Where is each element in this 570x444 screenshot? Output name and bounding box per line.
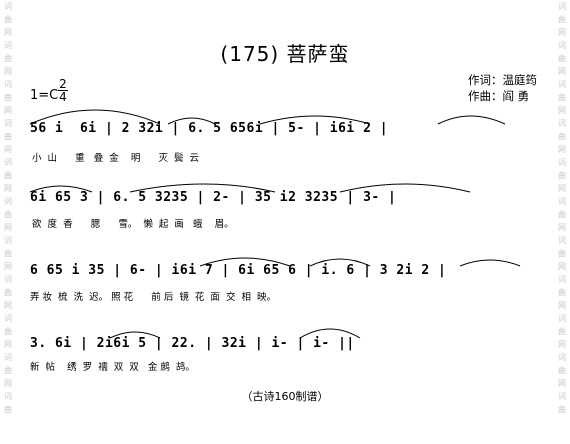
watermark-char: 词 (558, 392, 566, 401)
watermark-char: 曲 (4, 93, 12, 102)
watermark-left: 词曲网词曲网词曲网词曲网词曲网词曲网词曲网词曲网词曲网词曲网词曲 (2, 0, 14, 444)
watermark-char: 曲 (4, 171, 12, 180)
watermark-char: 曲 (558, 327, 566, 336)
watermark-char: 词 (558, 314, 566, 323)
watermark-char: 网 (558, 184, 566, 193)
watermark-char: 曲 (558, 366, 566, 375)
slur (199, 257, 291, 267)
slur (309, 258, 371, 267)
lyrics-row-3: 弄 妆 梳 洗 迟。 照 花 前 后 镜 花 面 交 相 映。 (30, 292, 277, 303)
watermark-char: 词 (558, 275, 566, 284)
slur (459, 259, 521, 267)
key-signature: 1=C (30, 88, 59, 103)
watermark-char: 词 (558, 119, 566, 128)
slur (339, 183, 471, 193)
watermark-char: 网 (4, 379, 12, 388)
watermark-char: 曲 (558, 405, 566, 414)
score-row-2: 6i 65 3 | 6. 5 3235 | 2- | 35 i2 3235 | … (30, 190, 397, 205)
watermark-char: 曲 (558, 132, 566, 141)
slur (259, 115, 371, 125)
watermark-char: 网 (558, 106, 566, 115)
slur (437, 115, 506, 125)
slur (29, 185, 93, 193)
time-signature: 2 4 (58, 78, 68, 103)
watermark-char: 曲 (4, 210, 12, 219)
watermark-char: 网 (4, 262, 12, 271)
watermark-char: 词 (4, 80, 12, 89)
watermark-char: 词 (558, 197, 566, 206)
watermark-char: 曲 (558, 249, 566, 258)
watermark-char: 网 (4, 67, 12, 76)
watermark-char: 词 (4, 392, 12, 401)
watermark-char: 网 (558, 145, 566, 154)
watermark-char: 网 (4, 106, 12, 115)
lyrics-row-4: 新 帖 绣 罗 襦 双 双 金 鹧 鸪。 (30, 362, 195, 373)
watermark-char: 网 (4, 184, 12, 193)
watermark-char: 曲 (558, 210, 566, 219)
watermark-char: 词 (4, 2, 12, 11)
score-row-3: 6 65 i 35 | 6- | i6i 7 | 6i 65 6 | i. 6 … (30, 263, 447, 278)
watermark-char: 曲 (558, 93, 566, 102)
watermark-char: 网 (558, 379, 566, 388)
watermark-char: 曲 (4, 327, 12, 336)
watermark-char: 曲 (4, 288, 12, 297)
watermark-char: 网 (4, 301, 12, 310)
watermark-char: 曲 (4, 132, 12, 141)
watermark-char: 曲 (558, 171, 566, 180)
lyrics-row-1: 小 山 重 叠 金 明 灭 鬓 云 (32, 153, 200, 164)
watermark-char: 词 (4, 41, 12, 50)
watermark-char: 词 (4, 314, 12, 323)
watermark-char: 词 (558, 158, 566, 167)
slur (167, 117, 216, 125)
watermark-char: 词 (4, 158, 12, 167)
watermark-char: 网 (4, 28, 12, 37)
watermark-char: 词 (4, 236, 12, 245)
watermark-char: 曲 (558, 288, 566, 297)
watermark-char: 曲 (558, 15, 566, 24)
watermark-char: 曲 (4, 54, 12, 63)
score-row-1: 56 i 6i | 2 32i | 6. 5 656i | 5- | i6i 2… (30, 121, 389, 136)
slur (299, 328, 361, 339)
watermark-char: 词 (4, 353, 12, 362)
watermark-char: 词 (558, 2, 566, 11)
watermark-char: 网 (558, 301, 566, 310)
watermark-char: 网 (558, 28, 566, 37)
watermark-char: 词 (4, 119, 12, 128)
slur (29, 109, 161, 125)
watermark-char: 网 (4, 223, 12, 232)
page-title: (175) 菩萨蛮 (220, 42, 350, 66)
watermark-char: 曲 (4, 405, 12, 414)
watermark-char: 词 (4, 275, 12, 284)
watermark-char: 网 (558, 67, 566, 76)
watermark-char: 曲 (4, 249, 12, 258)
footer-note: （古诗160制谱） (241, 390, 329, 403)
lyrics-row-2: 欲 度 香 腮 雪。 懒 起 画 蛾 眉。 (32, 219, 234, 230)
watermark-char: 网 (558, 262, 566, 271)
lyricist-credit: 作词：温庭筠 (468, 73, 537, 87)
watermark-char: 网 (4, 145, 12, 154)
watermark-char: 网 (4, 340, 12, 349)
composer-credit: 作曲：阎 勇 (468, 89, 530, 103)
watermark-char: 曲 (558, 54, 566, 63)
watermark-char: 网 (558, 223, 566, 232)
meter-bottom: 4 (59, 90, 67, 104)
watermark-char: 曲 (4, 15, 12, 24)
watermark-char: 曲 (4, 366, 12, 375)
watermark-char: 词 (4, 197, 12, 206)
slur (109, 331, 161, 339)
watermark-right: 词曲网词曲网词曲网词曲网词曲网词曲网词曲网词曲网词曲网词曲网词曲 (556, 0, 568, 444)
watermark-char: 词 (558, 353, 566, 362)
watermark-char: 词 (558, 236, 566, 245)
watermark-char: 网 (558, 340, 566, 349)
meter-top: 2 (58, 77, 68, 91)
score-row-4: 3. 6i | 2i6i 5 | 22. | 32i | i- | i- || (30, 336, 355, 351)
slur (129, 183, 276, 193)
watermark-char: 词 (558, 41, 566, 50)
watermark-char: 词 (558, 80, 566, 89)
